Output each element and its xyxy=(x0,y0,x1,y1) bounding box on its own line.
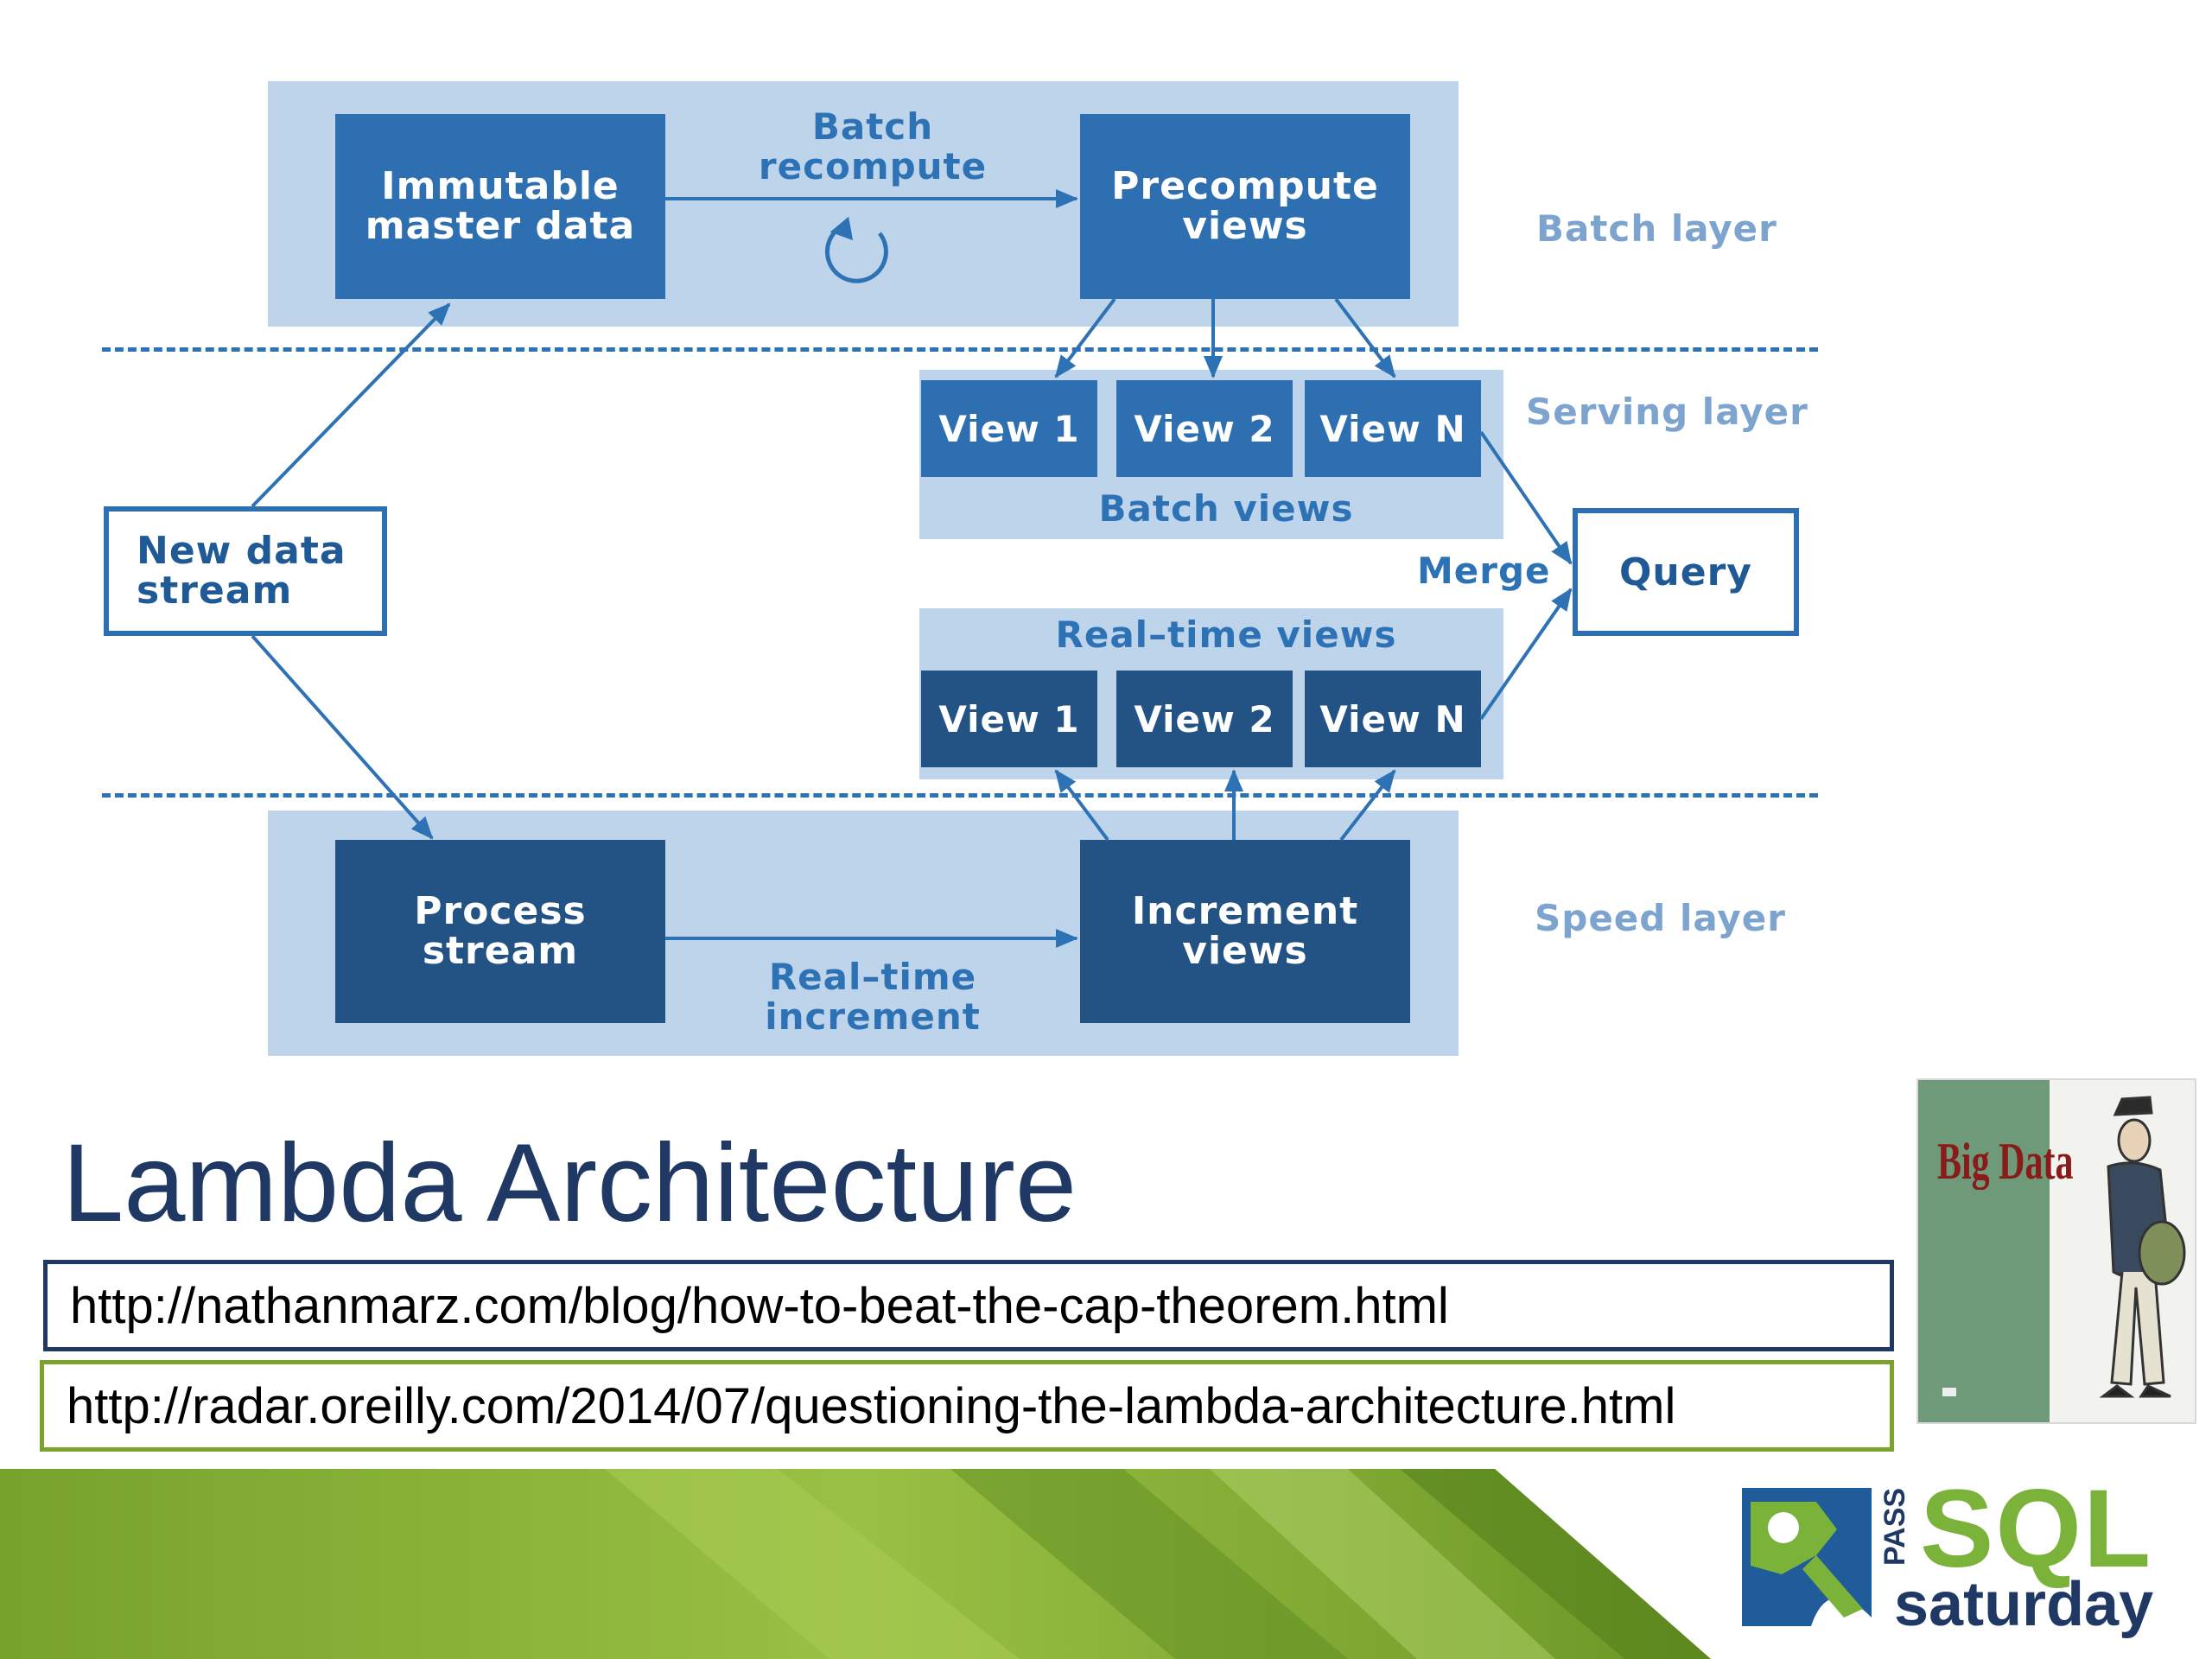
batch-view-1: View 1 xyxy=(921,380,1097,477)
logo-pass-text: PASS xyxy=(1878,1487,1911,1566)
arrow-increment-to-realtime-view-n xyxy=(1339,769,1396,842)
batch-view-n: View N xyxy=(1305,380,1481,477)
batch-views-caption: Batch views xyxy=(1098,487,1354,530)
speed-layer-label: Speed layer xyxy=(1535,897,1786,939)
immutable-master-data-block: Immutable master data xyxy=(335,114,665,299)
realtime-view-n: View N xyxy=(1305,671,1481,767)
batch-view-2: View 2 xyxy=(1116,380,1293,477)
logo-saturday-text: saturday xyxy=(1894,1570,2154,1639)
sql-saturday-logo: PASS SQL saturday xyxy=(1733,1469,2200,1649)
realtime-increment-label: Real–time increment xyxy=(765,956,981,1038)
batch-recompute-label: Batch recompute xyxy=(758,105,988,188)
book-figure-illustration xyxy=(1942,1096,2186,1398)
increment-views-block: Increment views xyxy=(1080,840,1410,1023)
arrow-increment-to-realtime-view-1 xyxy=(1054,769,1109,842)
arrow-new-data-to-process xyxy=(251,634,434,840)
realtime-view-1: View 1 xyxy=(921,671,1097,767)
batch-serving-divider xyxy=(102,347,1818,352)
realtime-view-2: View 2 xyxy=(1116,671,1293,767)
recompute-cycle-icon xyxy=(824,222,888,283)
footer-band: PASS SQL saturday xyxy=(0,1469,2212,1659)
arrow-realtime-views-to-query xyxy=(1479,588,1573,721)
new-data-stream-box: New data stream xyxy=(104,506,387,636)
arrow-new-data-to-master xyxy=(251,302,451,508)
book-cover-band xyxy=(1918,1080,2050,1422)
realtime-views-caption: Real–time views xyxy=(1055,613,1397,656)
key-icon xyxy=(1742,1488,1872,1626)
process-stream-block: Process stream xyxy=(335,840,665,1023)
arrow-precompute-to-batch-view-1 xyxy=(1054,297,1116,378)
big-data-book-cover: Big Data xyxy=(1916,1078,2196,1424)
serving-layer-label: Serving layer xyxy=(1526,391,1808,433)
query-box: Query xyxy=(1573,508,1799,636)
batch-layer-label: Batch layer xyxy=(1536,207,1777,250)
precompute-views-block: Precompute views xyxy=(1080,114,1410,299)
arrow-batch-views-to-query xyxy=(1479,430,1573,565)
arrow-precompute-to-batch-view-n xyxy=(1334,297,1396,378)
logo-sql-text: SQL xyxy=(1920,1469,2153,1591)
link-questioning-lambda[interactable]: http://radar.oreilly.com/2014/07/questio… xyxy=(40,1360,1894,1452)
serving-speed-divider xyxy=(102,793,1818,798)
slide-title: Lambda Architecture xyxy=(62,1122,1077,1245)
link-cap-theorem[interactable]: http://nathanmarz.com/blog/how-to-beat-t… xyxy=(43,1260,1894,1351)
footer-graphic xyxy=(0,1469,1711,1659)
merge-label: Merge xyxy=(1417,550,1551,592)
book-title: Big Data xyxy=(1937,1133,2074,1190)
